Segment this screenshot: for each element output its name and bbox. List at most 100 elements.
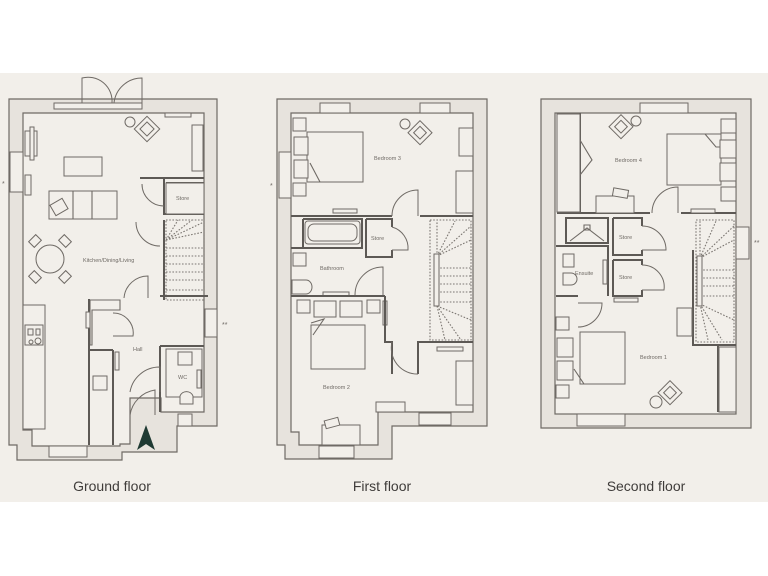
radiator (114, 351, 120, 371)
wc-door (129, 366, 161, 393)
cushion (49, 197, 69, 217)
chair (27, 233, 43, 249)
basin (292, 252, 307, 267)
bedside-table (555, 316, 570, 331)
staircase (429, 219, 472, 341)
chest-of-drawers (458, 127, 474, 157)
radiator (690, 208, 716, 214)
floor-title-second: Second floor (606, 478, 686, 494)
wardrobe (556, 113, 581, 213)
bathroom-door (354, 266, 384, 296)
room-label-ensuite: Ensuite (575, 271, 593, 277)
toilet (291, 279, 313, 295)
bedside-table (366, 299, 381, 314)
window (735, 226, 750, 260)
north-arrow-icon (137, 425, 155, 450)
chair (57, 269, 73, 285)
store-door (141, 183, 165, 207)
room-label-bedroom-4: Bedroom 4 (615, 158, 642, 164)
room-label-wc: WC (178, 375, 187, 381)
bedside-table (296, 299, 311, 314)
bedside-table (555, 384, 570, 399)
handrail (696, 255, 703, 307)
chest-of-drawers (375, 401, 406, 413)
desk (595, 195, 635, 214)
window (318, 445, 355, 459)
store-room (165, 182, 205, 215)
wardrobe (718, 346, 737, 413)
side-table (399, 118, 411, 130)
hall-door (123, 275, 149, 299)
desk-chair (611, 187, 630, 199)
window (419, 102, 451, 114)
double-bed (579, 331, 626, 385)
window (576, 413, 626, 427)
coffee-table (63, 156, 103, 177)
store2-door (641, 264, 665, 291)
dining-table (35, 244, 65, 274)
radiator (85, 311, 91, 329)
room-label-bedroom-2: Bedroom 2 (323, 385, 350, 391)
room-label-store: Store (371, 236, 384, 242)
window (204, 308, 218, 338)
heated-towel-rail (602, 259, 608, 285)
radiator (613, 297, 639, 303)
marker-right: ** (222, 322, 228, 329)
bedroom2-door (390, 341, 419, 375)
chair (57, 233, 73, 249)
bedside-table (292, 182, 307, 197)
wardrobe (455, 360, 474, 406)
marker-left: * (270, 183, 273, 190)
cupboard-door (112, 312, 134, 337)
window (48, 445, 88, 458)
window (639, 102, 689, 114)
radiator (436, 346, 464, 352)
double-bed (306, 131, 364, 183)
side-table (649, 395, 663, 409)
marker-left: * (2, 181, 5, 188)
tv (29, 126, 35, 161)
room-label-hall: Hall (133, 347, 142, 353)
toilet (562, 272, 578, 286)
patio-door-right (113, 77, 143, 104)
window (177, 413, 193, 427)
window (164, 112, 192, 118)
ensuite-door (577, 302, 603, 328)
toilet (179, 391, 194, 405)
desk-chair (323, 416, 341, 430)
handrail (433, 253, 440, 307)
living-door (135, 221, 161, 247)
shelf (24, 174, 32, 196)
room-label-kitchen-dining-living: Kitchen/Dining/Living (83, 258, 134, 264)
patio-door-left (81, 76, 113, 104)
window (278, 151, 292, 199)
marker-right: ** (754, 240, 760, 247)
cupboard (191, 124, 204, 172)
second-floor-plan: ** Bedroom 4 Ensuite Store Store (540, 98, 760, 429)
patio-door-frame (53, 102, 143, 110)
window (9, 151, 24, 193)
side-table (124, 116, 136, 128)
room-label-store: Store (176, 196, 189, 202)
floor-title-ground: Ground floor (73, 478, 151, 494)
window (418, 412, 452, 426)
side-table (630, 115, 642, 127)
bedroom4-door (651, 186, 679, 214)
radiator (196, 369, 202, 389)
ground-floor-plan: * Store Kitchen/Dining/Living (2, 76, 228, 461)
chair (27, 269, 43, 285)
bedroom3-door (391, 189, 419, 217)
bedside-table (292, 117, 307, 132)
store-door (391, 226, 409, 251)
room-label-bathroom: Bathroom (320, 266, 344, 272)
radiator (332, 208, 358, 214)
double-bed (310, 324, 366, 370)
room-label-bedroom-1: Bedroom 1 (640, 355, 667, 361)
front-door (129, 389, 156, 416)
floor-title-first: First floor (352, 478, 412, 494)
room-label-store-1: Store (619, 235, 632, 241)
chest-of-drawers (676, 307, 693, 337)
window (319, 102, 351, 114)
wardrobe (455, 170, 474, 214)
